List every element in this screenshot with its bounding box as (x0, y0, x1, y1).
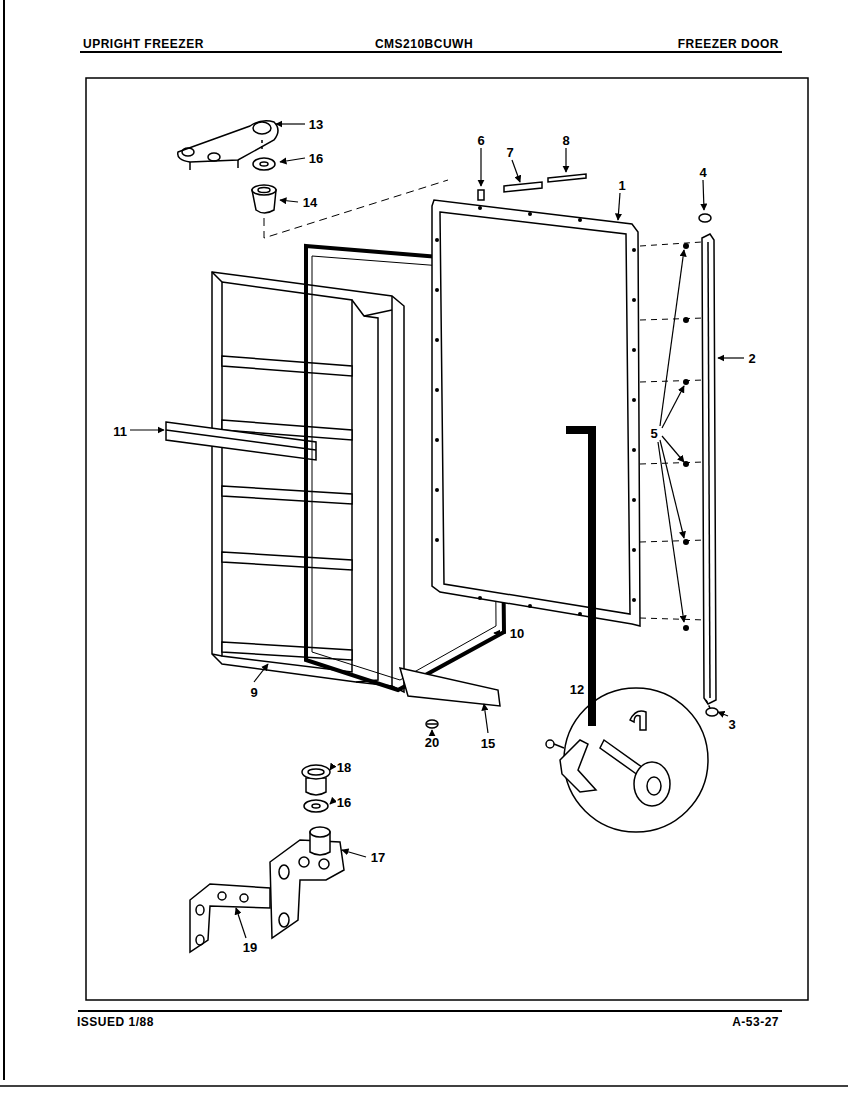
callout-number: 6 (476, 134, 485, 147)
callout-number: 14 (302, 196, 318, 209)
callout-number: 12 (569, 683, 585, 696)
page-header: UPRIGHT FREEZER (82, 38, 205, 50)
callout-number: 20 (424, 736, 440, 749)
callout-number: 9 (249, 686, 258, 699)
callout-number: 3 (727, 718, 736, 731)
callout-number: 13 (308, 118, 324, 131)
callout-number: 5 (649, 427, 658, 440)
callout-number: 18 (336, 761, 352, 774)
callout-number: 8 (561, 134, 570, 147)
callout-number: 7 (505, 146, 514, 159)
callout-number: 2 (747, 352, 756, 365)
page-header: FREEZER DOOR (677, 38, 780, 50)
callout-number: 16 (336, 796, 352, 809)
callout-number: 19 (242, 941, 258, 954)
callout-number: 16 (308, 152, 324, 165)
callout-number: 11 (112, 425, 128, 438)
callout-number: 1 (617, 179, 626, 192)
drawing-number: A-53-27 (731, 1016, 780, 1028)
model-number: CMS210BCUWH (374, 38, 474, 50)
callout-number: 17 (370, 851, 386, 864)
callout-number: 4 (698, 166, 707, 179)
callout-number: 15 (480, 737, 496, 750)
callout-number: 10 (509, 627, 525, 640)
issue-date: ISSUED 1/88 (76, 1016, 155, 1028)
